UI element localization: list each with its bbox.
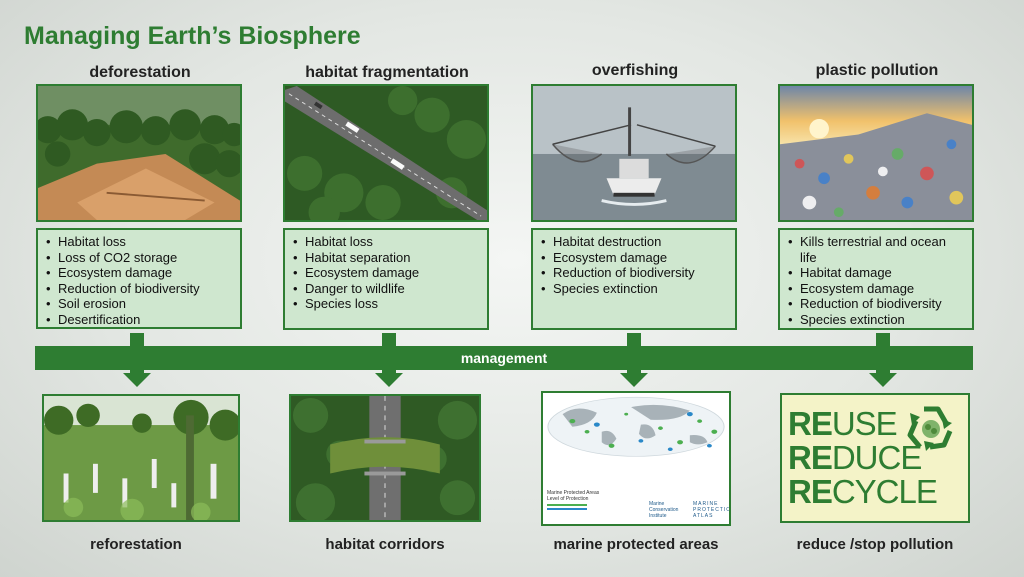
list-item: Soil erosion <box>46 296 234 312</box>
overfishing-photo <box>531 84 737 222</box>
list-item: Danger to wildlife <box>293 281 481 297</box>
reduce-word: DUCE <box>831 439 923 476</box>
list-item: Desertification <box>46 312 234 328</box>
plastic-pollution-photo <box>778 84 974 222</box>
heading-habitat-fragmentation: habitat fragmentation <box>305 64 469 81</box>
map-institute-logo: Marine Conservation Institute <box>649 501 679 519</box>
heading-plastic-pollution: plastic pollution <box>815 62 939 79</box>
list-item: Habitat separation <box>293 250 481 266</box>
down-arrow-icon <box>375 373 403 387</box>
re-prefix: RE <box>788 439 833 476</box>
list-item: Kills terrestrial and ocean life <box>788 234 966 265</box>
heading-deforestation: deforestation <box>89 64 191 81</box>
re-prefix: RE <box>788 405 833 442</box>
list-item: Ecosystem damage <box>541 250 729 266</box>
list-item: Ecosystem damage <box>46 265 234 281</box>
deforestation-photo <box>36 84 242 222</box>
management-bar: management <box>35 346 973 370</box>
map-legend-title: Marine Protected Areas <box>547 490 600 496</box>
overfishing-impacts: Habitat destruction Ecosystem damage Red… <box>531 228 737 330</box>
deforestation-impacts: Habitat loss Loss of CO2 storage Ecosyst… <box>36 228 242 329</box>
list-item: Ecosystem damage <box>293 265 481 281</box>
management-label: management <box>460 350 548 366</box>
solution-reduce-pollution: reduce /stop pollution <box>796 536 954 553</box>
map-legend-subtitle: Level of Protection <box>547 496 589 502</box>
list-item: Habitat loss <box>46 234 234 250</box>
solution-marine-protected-areas: marine protected areas <box>553 536 719 553</box>
habitat-fragmentation-photo <box>283 84 489 222</box>
reforestation-photo <box>42 394 240 522</box>
list-item: Ecosystem damage <box>788 281 966 297</box>
solution-habitat-corridors: habitat corridors <box>325 536 445 553</box>
list-item: Reduction of biodiversity <box>46 281 234 297</box>
list-item: Habitat damage <box>788 265 966 281</box>
reuse-reduce-recycle-graphic: REUSE REDUCE RECYCLE <box>780 393 970 523</box>
list-item: Species extinction <box>541 281 729 297</box>
plastic-pollution-impacts: Kills terrestrial and ocean life Habitat… <box>778 228 974 330</box>
habitat-corridor-photo <box>289 394 481 522</box>
habitat-fragmentation-impacts: Habitat loss Habitat separation Ecosyste… <box>283 228 489 330</box>
list-item: Loss of CO2 storage <box>46 250 234 266</box>
down-arrow-icon <box>869 373 897 387</box>
list-item: Habitat destruction <box>541 234 729 250</box>
reuse-word: USE <box>831 405 898 442</box>
list-item: Reduction of biodiversity <box>788 296 966 312</box>
map-atlas-logo: MARINE PROTECTION ATLAS <box>693 501 731 519</box>
down-arrow-icon <box>123 373 151 387</box>
recycle-icon <box>907 406 953 451</box>
heading-overfishing: overfishing <box>591 62 679 79</box>
marine-protected-areas-map: Marine Protected Areas Level of Protecti… <box>541 391 731 526</box>
list-item: Habitat loss <box>293 234 481 250</box>
page-title: Managing Earth’s Biosphere <box>24 22 361 50</box>
down-arrow-icon <box>620 373 648 387</box>
re-prefix: RE <box>788 473 833 510</box>
list-item: Species loss <box>293 296 481 312</box>
recycle-word: CYCLE <box>831 473 938 510</box>
solution-reforestation: reforestation <box>90 536 182 553</box>
list-item: Reduction of biodiversity <box>541 265 729 281</box>
list-item: Species extinction <box>788 312 966 328</box>
